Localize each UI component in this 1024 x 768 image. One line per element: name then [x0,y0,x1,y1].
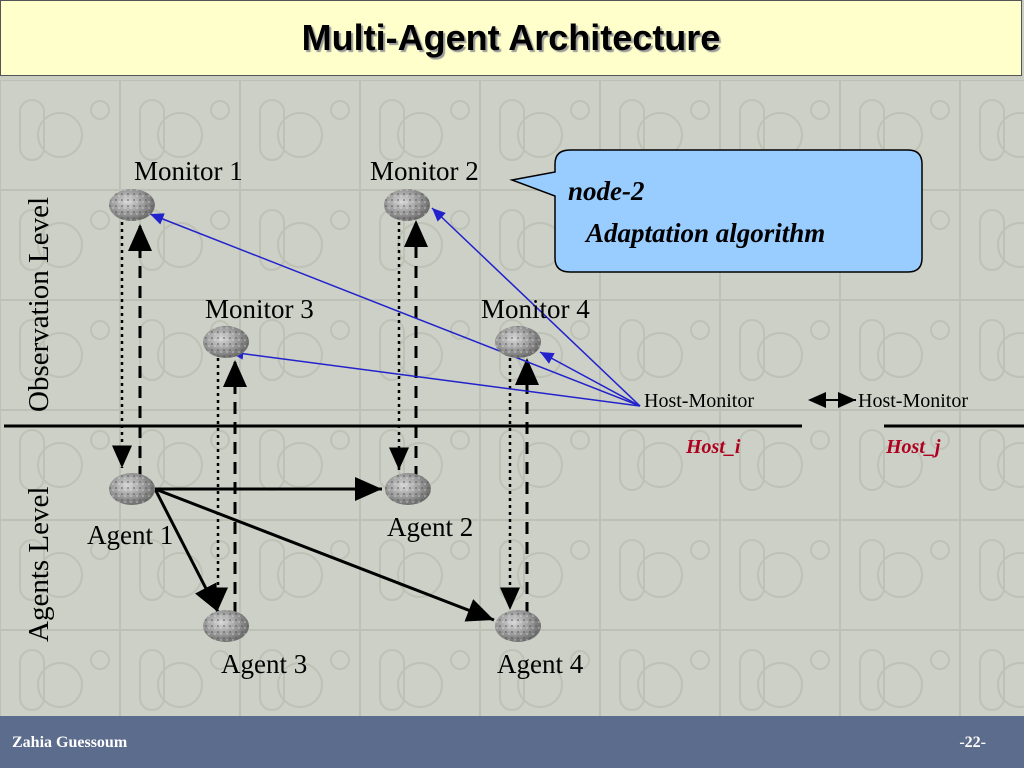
host-monitor-arrows [149,207,641,407]
callout-line1: node-2 [568,176,645,206]
agent-4-node [495,610,541,642]
monitor-2-node [384,189,430,221]
host-i-label: Host_i [685,436,741,458]
agent-2-node [385,473,431,505]
callout-line2: Adaptation algorithm [584,218,825,248]
monitor-3-label: Monitor 3 [205,294,314,324]
host-j-label: Host_j [885,436,941,458]
footer-author: Zahia Guessoum [12,734,128,751]
agent-1-label: Agent 1 [87,520,173,550]
monitor-1-node [109,189,155,221]
agent-4-label: Agent 4 [497,649,584,679]
monitor-3-node [203,326,249,358]
title-bar: Multi-Agent Architecture [0,0,1022,76]
monitor-4-node [495,326,541,358]
slide-title: Multi-Agent Architecture [301,17,721,58]
footer-bar: Zahia Guessoum -22- [0,716,1024,768]
callout-box [509,149,923,273]
host-monitor-j-label: Host-Monitor [858,390,968,412]
agents-level-label: Agents Level [23,487,55,642]
monitor-4-label: Monitor 4 [481,294,590,324]
host-monitor-i-label: Host-Monitor [644,390,754,412]
architecture-diagram: Observation Level Agents Level [4,149,1024,679]
agent-2-label: Agent 2 [387,512,473,542]
agent-3-node [203,610,249,642]
observation-level-label: Observation Level [23,197,55,412]
monitor-1-label: Monitor 1 [134,156,243,186]
monitor-agent-links [112,220,539,614]
agent-communication-arrows [153,477,495,622]
agent-1-node [109,473,155,505]
monitor-2-label: Monitor 2 [370,156,479,186]
footer-page-number: -22- [959,734,986,751]
agent-3-label: Agent 3 [221,649,307,679]
